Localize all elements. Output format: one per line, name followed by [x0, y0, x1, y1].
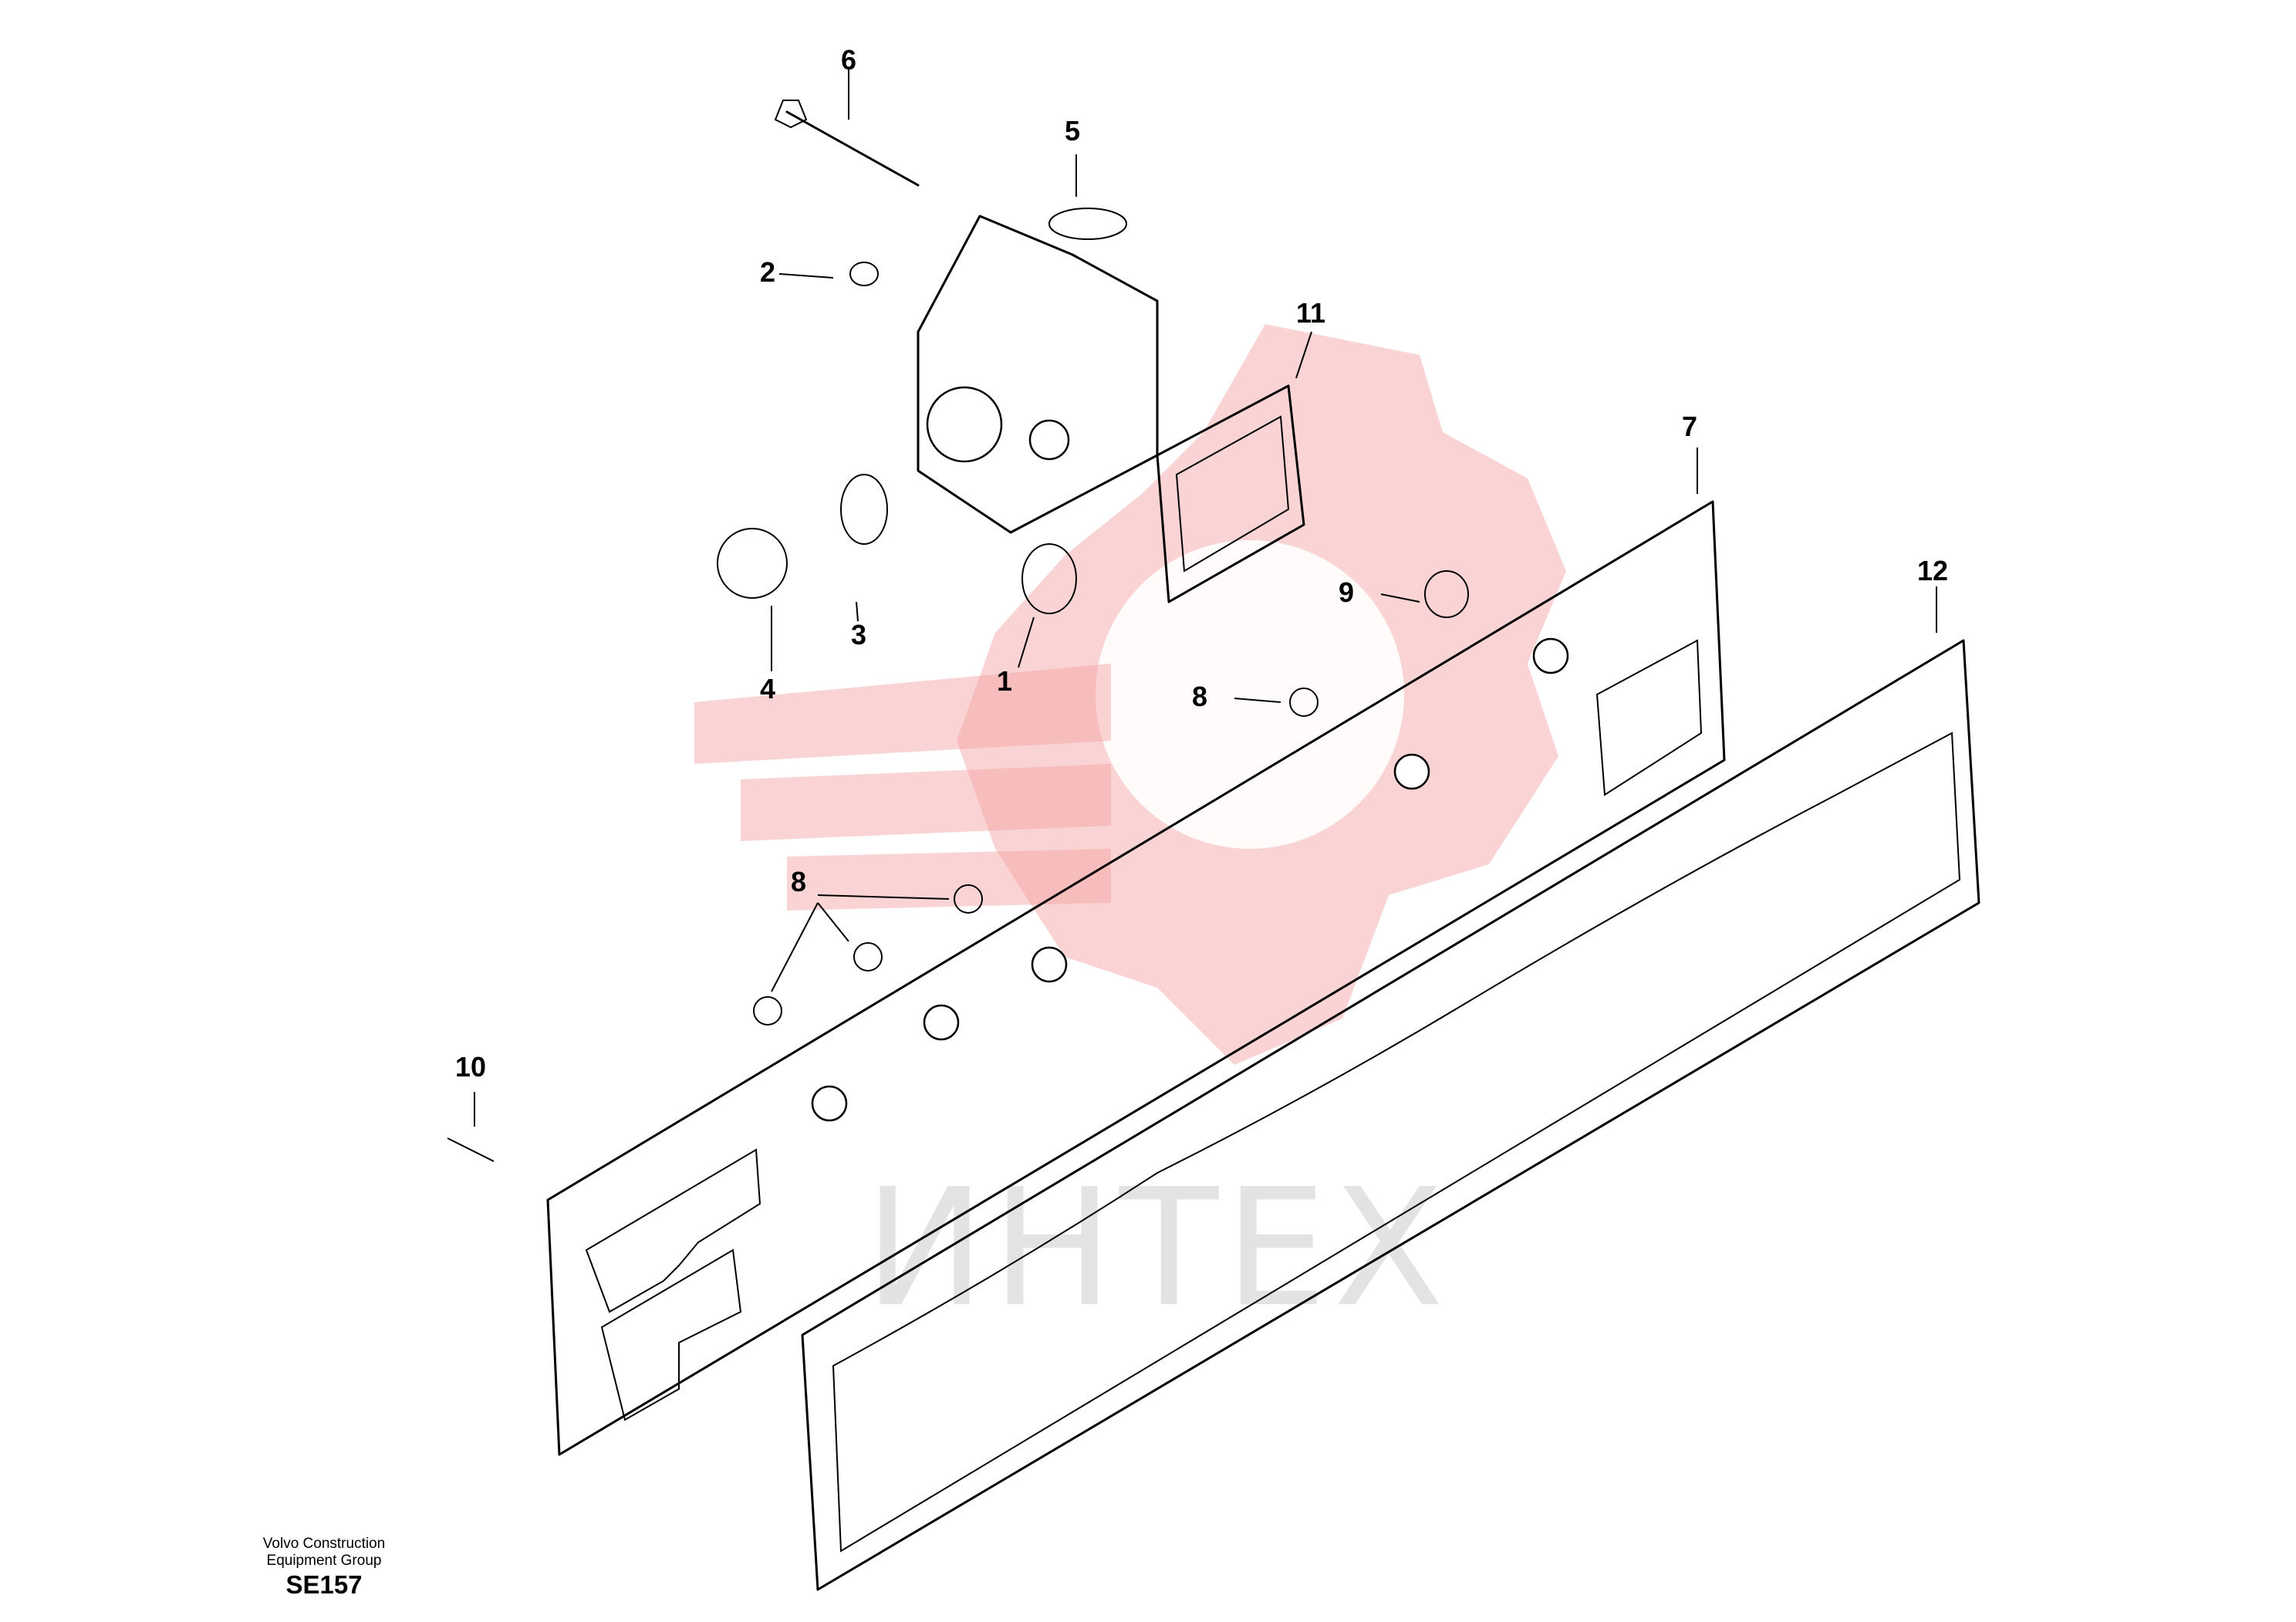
callout-1: 1: [997, 665, 1012, 697]
callout-11: 11: [1296, 297, 1325, 329]
part-5-housing: [917, 208, 1159, 534]
part-6-bolt: [774, 100, 920, 187]
callout-12: 12: [1917, 555, 1948, 586]
callout-3: 3: [851, 619, 866, 650]
watermark-text: ИНТЕХ: [864, 1154, 1450, 1343]
callout-10: 10: [455, 1051, 486, 1083]
callout-8a: 8: [1192, 681, 1207, 712]
part-12-gasket: [801, 639, 1980, 1591]
watermark-logo: [694, 324, 1566, 1065]
footer-caption: Volvo Construction Equipment Group SE157: [231, 1536, 417, 1600]
callout-labels: 1 2 3 4 5 6 7 8 8 9 10 11 12: [455, 44, 1948, 1083]
callout-4: 4: [760, 673, 775, 705]
callout-2: 2: [760, 256, 775, 288]
part-7-cover-plate: [546, 500, 1726, 1456]
company-line-2: Equipment Group: [266, 1553, 382, 1569]
callout-7: 7: [1682, 411, 1697, 442]
callout-9: 9: [1339, 576, 1354, 608]
leader-lines: [474, 69, 1937, 1127]
callout-8b: 8: [791, 866, 806, 897]
drawing-code: SE157: [285, 1570, 363, 1599]
callout-5: 5: [1065, 115, 1080, 147]
callout-6: 6: [841, 44, 856, 76]
small-parts: [447, 262, 1469, 1162]
part-11-gasket: [1156, 384, 1305, 603]
company-line-1: Volvo Construction: [262, 1536, 386, 1552]
